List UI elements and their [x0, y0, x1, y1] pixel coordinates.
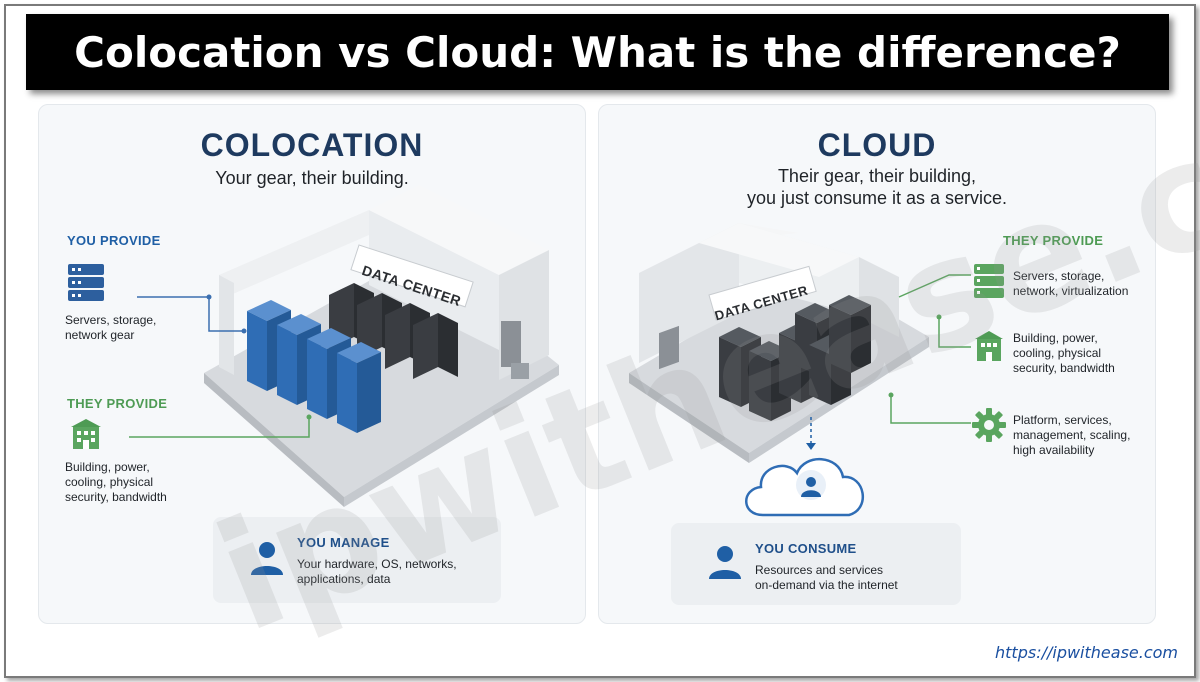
they-provide-line: cooling, physical: [65, 475, 154, 489]
you-provide-line: network gear: [65, 328, 135, 342]
cloud-building-illustration: [629, 223, 971, 517]
cloud-heading: CLOUD: [817, 127, 937, 163]
they-provide-line: security, bandwidth: [65, 490, 167, 504]
they-provide-label: THEY PROVIDE: [67, 396, 168, 411]
cloud-provide-line: Platform, services,: [1013, 413, 1112, 427]
you-consume-line: Resources and services: [755, 563, 884, 577]
cloud-provide-item: Servers, storage, network, virtualizatio…: [1013, 269, 1128, 299]
colocation-panel: COLOCATION Your gear, their building.: [38, 104, 586, 624]
you-manage-text: Your hardware, OS, networks, application…: [297, 557, 457, 587]
you-provide-text: Servers, storage, network gear: [65, 313, 156, 343]
cloud-provide-line: network, virtualization: [1013, 284, 1129, 298]
footer-url[interactable]: https://ipwithease.com: [995, 643, 1178, 662]
cloud-subtitle-line1: Their gear, their building,: [777, 166, 977, 186]
cloud-provide-line: security, bandwidth: [1013, 361, 1115, 375]
you-manage-line: Your hardware, OS, networks,: [297, 557, 457, 571]
cloud-provide-line: Building, power,: [1013, 331, 1098, 345]
colocation-subtitle: Your gear, their building.: [215, 168, 409, 188]
gear-icon: [971, 407, 1007, 448]
cloud-provide-line: Servers, storage,: [1013, 269, 1105, 283]
cloud-panel: CLOUD Their gear, their building, you ju…: [598, 104, 1156, 624]
cloud-provide-line: cooling, physical: [1013, 346, 1102, 360]
you-manage-title: YOU MANAGE: [297, 535, 390, 550]
you-manage-line: applications, data: [297, 572, 391, 586]
you-consume-title: YOU CONSUME: [755, 541, 857, 556]
page-title: Colocation vs Cloud: What is the differe…: [74, 27, 1121, 77]
you-consume-card: YOU CONSUME Resources and services on-de…: [671, 523, 961, 605]
colocation-building-illustration: [129, 185, 559, 507]
cloud-they-provide-label: THEY PROVIDE: [1003, 233, 1104, 248]
you-consume-text: Resources and services on-demand via the…: [755, 563, 898, 593]
building-icon: [69, 417, 103, 456]
you-provide-label: YOU PROVIDE: [67, 233, 161, 248]
user-icon: [707, 545, 743, 584]
user-icon: [249, 541, 285, 580]
cloud-provide-item: Building, power, cooling, physical secur…: [1013, 331, 1115, 376]
cloud-provide-line: high availability: [1013, 443, 1095, 457]
you-manage-card: YOU MANAGE Your hardware, OS, networks, …: [213, 517, 501, 603]
building-icon: [973, 329, 1005, 368]
they-provide-line: Building, power,: [65, 460, 150, 474]
they-provide-text: Building, power, cooling, physical secur…: [65, 460, 167, 505]
cloud-provide-line: management, scaling,: [1013, 428, 1131, 442]
server-stack-icon: [973, 263, 1005, 304]
colocation-heading: COLOCATION: [200, 127, 424, 163]
you-consume-line: on-demand via the internet: [755, 578, 898, 592]
server-stack-icon: [67, 263, 105, 308]
title-banner: Colocation vs Cloud: What is the differe…: [26, 14, 1169, 90]
cloud-subtitle-line2: you just consume it as a service.: [746, 188, 1008, 208]
you-provide-line: Servers, storage,: [65, 313, 157, 327]
cloud-provide-item: Platform, services, management, scaling,…: [1013, 413, 1130, 458]
